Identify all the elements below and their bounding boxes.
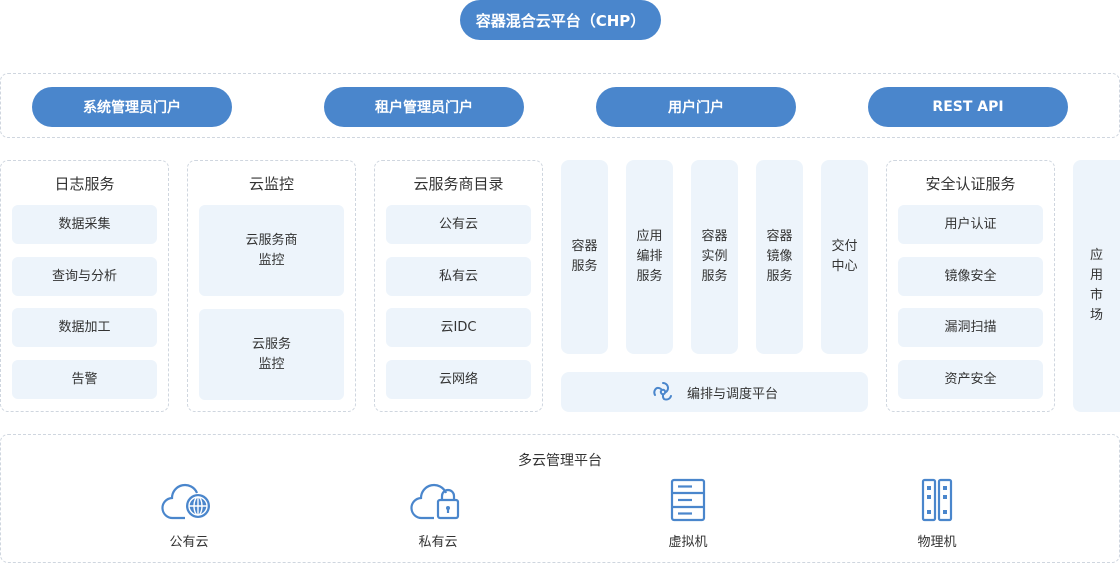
log-item-query: 查询与分析 <box>12 257 157 296</box>
catalog-item-idc: 云IDC <box>386 308 531 347</box>
multicloud-title: 多云管理平台 <box>518 453 602 469</box>
resource-private-cloud: 私有云 <box>388 478 488 553</box>
monitor-item-service: 云服务 监控 <box>199 309 344 400</box>
physical-server-icon <box>909 478 965 522</box>
resource-physical-machine: 物理机 <box>887 478 987 553</box>
server-rack-icon <box>660 478 716 522</box>
catalog-item-private: 私有云 <box>386 257 531 296</box>
cloud-monitor-title: 云监控 <box>248 175 294 193</box>
resource-label: 物理机 <box>917 535 957 550</box>
orchestration-bar: 编排与调度平台 <box>561 372 868 412</box>
cloud-globe-icon <box>161 478 217 522</box>
orchestration-label: 编排与调度平台 <box>686 386 778 402</box>
log-item-alert: 告警 <box>12 360 157 399</box>
resource-label: 虚拟机 <box>668 535 708 550</box>
security-item-image: 镜像安全 <box>898 257 1043 296</box>
resource-public-cloud: 公有云 <box>139 478 239 553</box>
cloud-lock-icon <box>410 478 466 522</box>
monitor-item-provider: 云服务商 监控 <box>199 205 344 296</box>
core-container-image: 容器 镜像 服务 <box>756 160 803 354</box>
log-service-title: 日志服务 <box>54 175 115 193</box>
resource-virtual-machine: 虚拟机 <box>638 478 738 553</box>
resource-label: 公有云 <box>169 535 209 550</box>
portal-tenant-admin[interactable]: 租户管理员门户 <box>324 87 524 127</box>
orchestration-swirl-icon <box>651 380 675 404</box>
portal-rest-api[interactable]: REST API <box>868 87 1068 127</box>
security-item-asset: 资产安全 <box>898 360 1043 399</box>
log-item-collect: 数据采集 <box>12 205 157 244</box>
log-item-process: 数据加工 <box>12 308 157 347</box>
core-delivery-center: 交付 中心 <box>821 160 868 354</box>
provider-catalog-title: 云服务商目录 <box>413 175 504 193</box>
core-app-orchestration: 应用 编排 服务 <box>626 160 673 354</box>
catalog-item-network: 云网络 <box>386 360 531 399</box>
security-title: 安全认证服务 <box>925 175 1016 193</box>
app-market: 应 用 市 场 <box>1073 160 1120 412</box>
catalog-item-public: 公有云 <box>386 205 531 244</box>
security-item-auth: 用户认证 <box>898 205 1043 244</box>
portal-user[interactable]: 用户门户 <box>596 87 796 127</box>
core-container-service: 容器 服务 <box>561 160 608 354</box>
security-item-vuln: 漏洞扫描 <box>898 308 1043 347</box>
portal-system-admin[interactable]: 系统管理员门户 <box>32 87 232 127</box>
page-title: 容器混合云平台（CHP） <box>460 0 661 40</box>
multicloud-panel <box>0 434 1120 563</box>
resource-label: 私有云 <box>418 535 458 550</box>
core-container-instance: 容器 实例 服务 <box>691 160 738 354</box>
